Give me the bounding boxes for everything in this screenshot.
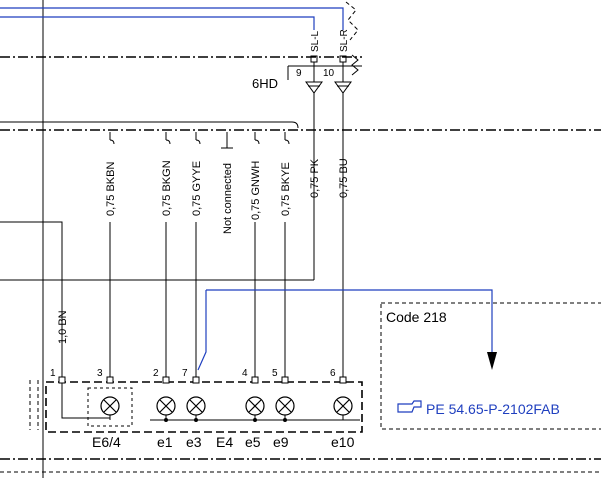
code-218-title: Code 218	[386, 309, 447, 325]
pin-6: 6	[330, 368, 336, 379]
bulbs	[100, 396, 353, 416]
code-arrow	[487, 352, 497, 370]
switch-pin-left-label: SL-L	[310, 30, 321, 52]
zigzag-top	[345, 1, 359, 41]
connector-arrow-pk	[305, 81, 323, 94]
component-e5: e5	[245, 434, 261, 450]
wire-label-bkbn: 0,75 BKBN	[105, 162, 117, 216]
pin-2: 2	[153, 368, 159, 379]
bulb-icon	[333, 396, 353, 416]
harness-line	[0, 121, 299, 129]
component-e3: e3	[186, 434, 202, 450]
component-e1: e1	[157, 434, 173, 450]
pin-7: 7	[182, 368, 188, 379]
bulb-icon	[100, 396, 120, 416]
wire-label-bn: 1,0 BN	[57, 310, 69, 344]
connector-label: 6HD	[252, 76, 278, 91]
wire-bn	[0, 221, 63, 382]
connector-pin-9: 9	[296, 68, 302, 79]
wire-label-gyye: 0,75 GYYE	[191, 161, 203, 216]
top-blue-wires	[0, 7, 344, 30]
component-e4: E4	[216, 434, 233, 450]
wire-label-pk: 0,75 PK	[309, 158, 321, 198]
bulb-icon	[245, 396, 265, 416]
wire-label-bkgn: 0,75 BKGN	[161, 160, 173, 216]
blue-wire-pin7	[197, 290, 207, 371]
wire-verticals	[109, 93, 344, 382]
wire-label-bkye: 0,75 BKYE	[280, 162, 292, 216]
pin-5: 5	[272, 368, 278, 379]
wire-label-bu: 0,75 BU	[338, 158, 350, 198]
pin-4: 4	[242, 368, 248, 379]
bulb-icon	[186, 396, 206, 416]
blue-wire-code218	[206, 289, 493, 352]
component-e9: e9	[273, 434, 289, 450]
pin-3: 3	[97, 368, 103, 379]
resistor-zigzag	[351, 54, 359, 76]
connector-pin-10: 10	[323, 68, 335, 79]
component-e10: e10	[331, 434, 355, 450]
switch-pin-right-label: SL-R	[339, 29, 350, 52]
wire-label-nc: Not connected	[222, 163, 234, 234]
component-e64: E6/4	[92, 434, 121, 450]
wire-label-gnwh: 0,75 GNWH	[250, 161, 262, 220]
bulb-icon	[275, 396, 295, 416]
code-218-reference[interactable]: PE 54.65-P-2102FAB	[426, 401, 560, 417]
connector-arrow-bu	[334, 81, 352, 94]
pointing-hand-icon	[397, 400, 422, 413]
bulb-icon	[156, 396, 176, 416]
pin-connectors	[58, 376, 347, 384]
pin-1: 1	[50, 368, 56, 379]
lamp-unit-box	[45, 381, 363, 433]
e64-sub-box	[87, 387, 133, 427]
code-218-box	[380, 302, 601, 430]
